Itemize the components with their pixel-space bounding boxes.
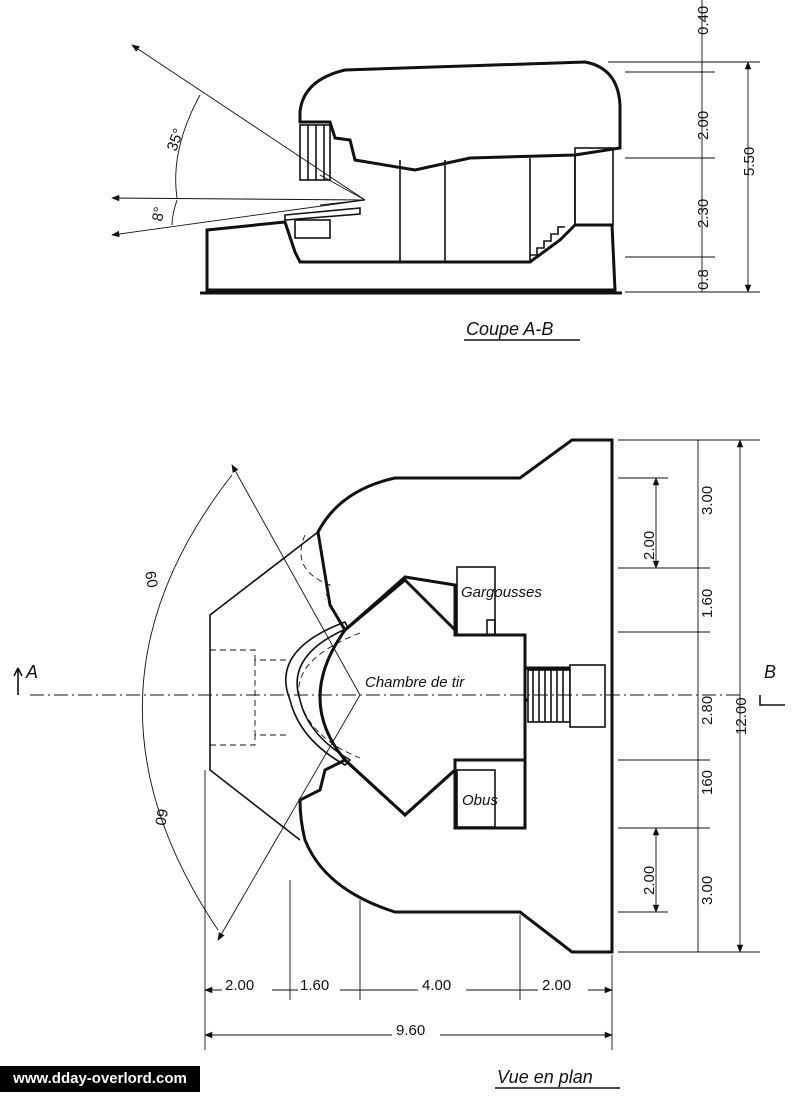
section-floor <box>205 220 617 292</box>
dim-2-30: 2.30 <box>695 199 712 228</box>
website-watermark: www.dday-overlord.com <box>0 1066 200 1092</box>
plan-title: Vue en plan <box>497 1067 593 1087</box>
gun-shield <box>285 620 352 766</box>
dim-bottom-4-00: 4.00 <box>422 977 451 994</box>
dim-2-00-roof: 2.00 <box>695 111 712 140</box>
dim-12-00: 12.00 <box>733 697 750 735</box>
rear-stairs <box>530 226 565 256</box>
embrasure-steps <box>299 124 331 181</box>
label-firing-chamber: Chambre de tir <box>365 674 465 691</box>
angle-35-label: 35° <box>164 126 188 153</box>
section-dim-lines <box>608 0 760 293</box>
dim-1-60-upper: 1.60 <box>699 589 716 618</box>
dim-0-40: 0.40 <box>695 6 712 35</box>
plan-view: 60 60 A B Gargousses Chambre de tir Obus <box>13 438 785 1089</box>
shells-room <box>456 769 496 828</box>
gun-outline <box>210 534 331 746</box>
plan-fire-lines <box>141 464 361 941</box>
dim-2-00-lower: 2.00 <box>641 866 658 895</box>
dim-3-00-upper: 3.00 <box>699 486 716 515</box>
section-roof <box>298 60 622 172</box>
label-charges: Gargousses <box>461 584 542 601</box>
dim-9-60: 9.60 <box>396 1022 425 1039</box>
dim-2-00-upper: 2.00 <box>641 531 658 560</box>
plan-left-wing <box>209 531 319 841</box>
charges-room <box>456 566 496 636</box>
section-fire-lines <box>111 44 366 238</box>
angle-8-label: 8° <box>149 206 168 223</box>
dim-0-8: 0.8 <box>695 269 712 290</box>
dim-2-80: 2.80 <box>699 696 716 725</box>
plan-rear-stairs <box>527 664 606 728</box>
section-title: Coupe A-B <box>466 319 553 339</box>
plan-dim-lines-right <box>618 439 760 953</box>
marker-a: A <box>25 662 38 682</box>
marker-b: B <box>764 662 776 682</box>
label-shells: Obus <box>462 792 498 809</box>
section-view: 35° 8° 0.40 2.00 2.30 0.8 5.50 Coupe A-B <box>111 0 760 341</box>
angle-60-bottom-label: 60 <box>151 807 171 826</box>
dim-bottom-2-00-left: 2.00 <box>225 977 254 994</box>
internal-partitions <box>399 147 614 262</box>
dim-3-00-lower: 3.00 <box>699 876 716 905</box>
gun-sill <box>294 219 331 239</box>
section-markers <box>13 667 785 706</box>
dim-5-50: 5.50 <box>741 147 758 176</box>
angle-60-top-label: 60 <box>141 570 161 589</box>
dim-bottom-1-60: 1.60 <box>300 977 329 994</box>
dim-1-60-lower: 160 <box>699 770 716 795</box>
firing-chamber <box>318 577 527 818</box>
dim-bottom-2-00-right: 2.00 <box>542 977 571 994</box>
